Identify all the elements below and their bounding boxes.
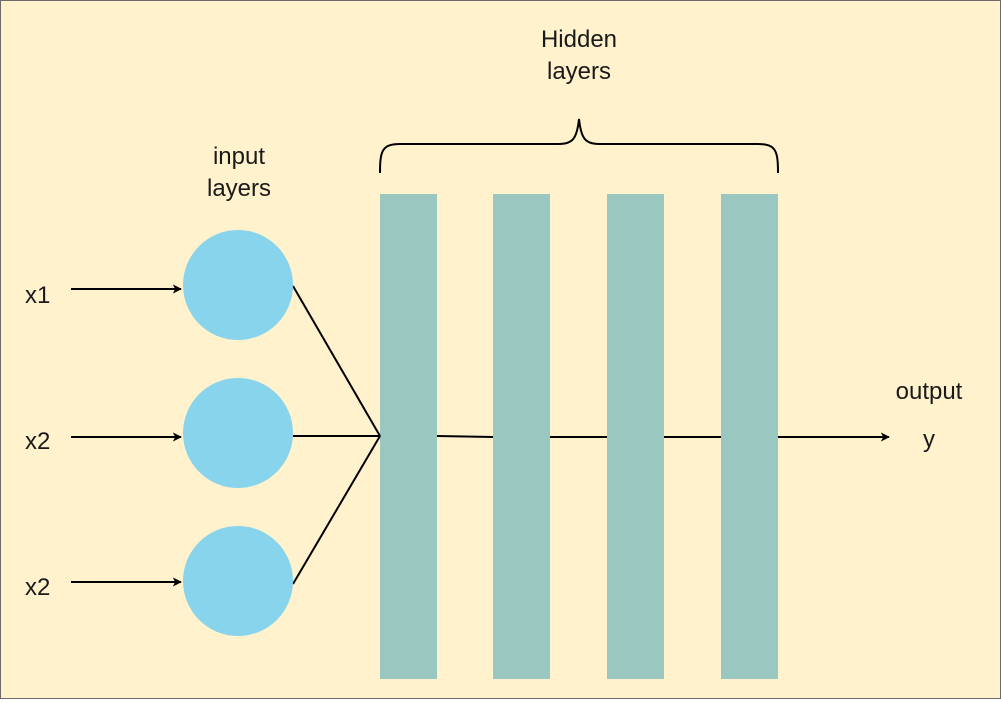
input-label-x1: x1 xyxy=(25,282,50,309)
connection-line-3 xyxy=(292,435,381,585)
hidden-layer-bar-3 xyxy=(607,194,664,679)
input-layers-label-line2: layers xyxy=(207,175,271,202)
hidden-layer-bar-1 xyxy=(380,194,437,679)
hidden-connection-1 xyxy=(436,435,494,438)
input-node-2 xyxy=(183,378,293,488)
output-variable-label: y xyxy=(923,426,935,453)
input-layers-label-line1: input xyxy=(213,143,265,170)
hidden-layers-brace xyxy=(379,118,779,174)
hidden-layers-label-line1: Hidden xyxy=(541,26,617,53)
input-label-x2: x2 xyxy=(25,428,50,455)
connection-line-1 xyxy=(292,285,381,437)
output-label: output xyxy=(896,378,963,405)
input-label-x3: x2 xyxy=(25,574,50,601)
hidden-layer-bar-2 xyxy=(493,194,550,679)
input-node-3 xyxy=(183,526,293,636)
hidden-layer-bar-4 xyxy=(721,194,778,679)
hidden-layers-label-line2: layers xyxy=(547,58,611,85)
input-node-1 xyxy=(183,230,293,340)
